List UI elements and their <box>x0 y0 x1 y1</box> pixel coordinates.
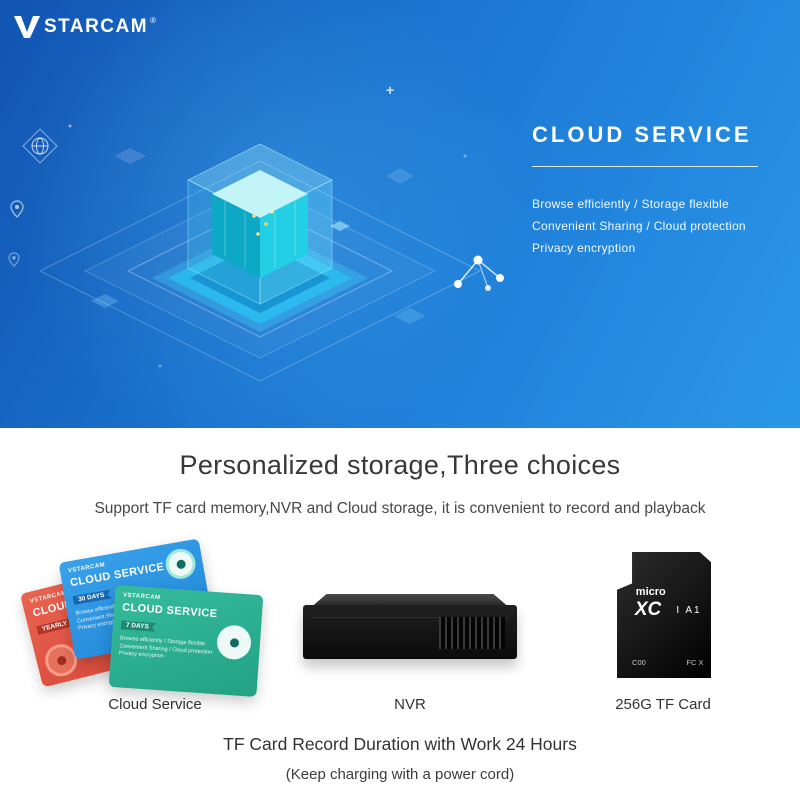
globe-diamond-icon <box>22 128 58 164</box>
brand-logo: STARCAM ® <box>14 16 156 38</box>
tfcard-sdxc-logo-text: XC <box>634 598 662 620</box>
hero-feature-list: Browse efficiently / Storage flexible Co… <box>532 193 758 259</box>
cloud-service-cards-image: VSTARCAM CLOUD S YEARLY VSTARCAM CLOUD S… <box>19 538 280 700</box>
hero-feature: Privacy encryption <box>532 241 636 255</box>
hero-feature: Convenient Sharing / Cloud protection <box>532 219 746 233</box>
hero-copy: CLOUD SERVICE Browse efficiently / Stora… <box>532 122 758 259</box>
nvr-groove-line <box>311 617 509 618</box>
registered-mark: ® <box>150 16 156 25</box>
footer-charging-note: (Keep charging with a power cord) <box>285 766 515 783</box>
hero-divider <box>532 166 758 167</box>
section-subtitle: Support TF card memory,NVR and Cloud sto… <box>94 500 706 517</box>
tfcard-mark-right: FC X <box>686 657 704 667</box>
nvr-top-face <box>313 594 507 605</box>
section-title: Personalized storage,Three choices <box>179 450 621 480</box>
location-pin-icon <box>8 252 20 267</box>
product-label-tf-card: 256G TF Card <box>615 696 711 713</box>
plus-icon: + <box>386 82 395 98</box>
nvr-vent-grille <box>439 617 505 649</box>
hero-feature: Browse efficiently / Storage flexible <box>532 197 729 211</box>
product-label-nvr: NVR <box>394 696 426 713</box>
hero-banner: STARCAM ® + CLOUD <box>0 0 800 428</box>
nvr-front-panel <box>303 605 517 659</box>
vstarcam-v-icon <box>14 16 40 38</box>
footer-duration-text: TF Card Record Duration with Work 24 Hou… <box>223 734 577 754</box>
hero-title: CLOUD SERVICE <box>532 122 752 147</box>
brand-logo-text: STARCAM <box>44 16 149 37</box>
cloud-card-7days: VSTARCAM CLOUD SERVICE 7 DAYS Browse eff… <box>108 584 264 698</box>
tfcard-speed-class: I A1 <box>676 604 702 616</box>
isometric-cloud-cube-illustration <box>38 124 482 382</box>
location-pin-icon <box>10 200 24 218</box>
nvr-device-image <box>303 594 517 668</box>
hero-light-overlay <box>0 0 800 428</box>
card-ribbon: 7 DAYS <box>121 620 156 631</box>
tfcard-mark-left: C00 <box>632 657 646 667</box>
connected-dots-icon <box>454 255 504 291</box>
tf-card-image: micro XC I A1 C00 FC X <box>617 552 711 678</box>
product-label-cloud-service: Cloud Service <box>108 696 202 713</box>
tfcard-micro-text: micro <box>635 586 666 599</box>
tfcard-certification-marks: C00 FC X <box>632 658 703 667</box>
card-ribbon: 30 DAYS <box>73 589 112 605</box>
